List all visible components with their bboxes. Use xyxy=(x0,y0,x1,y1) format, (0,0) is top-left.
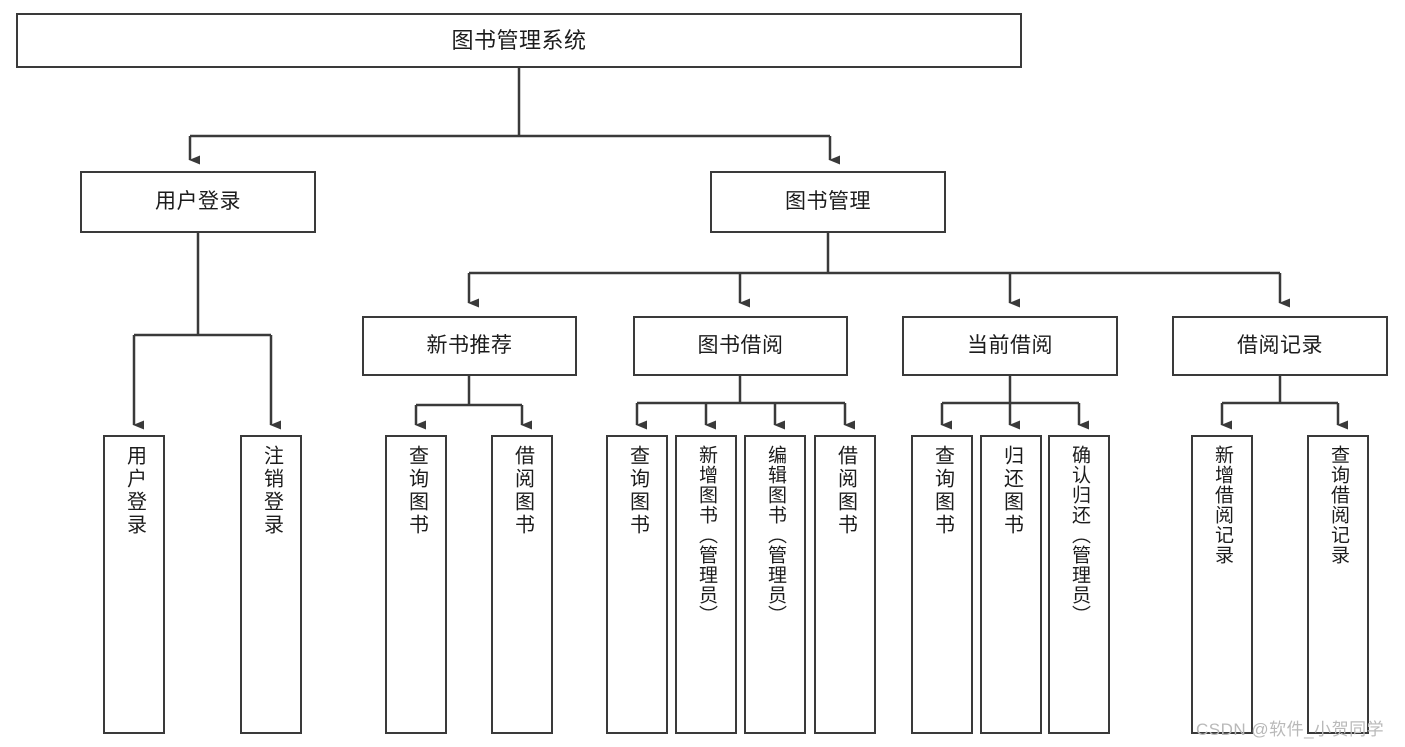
leaf-borrow-book-borrow[interactable]: 借阅图书 xyxy=(814,435,876,734)
node-label: 图书管理系统 xyxy=(451,27,587,53)
leaf-user-logout[interactable]: 注销登录 xyxy=(240,435,302,734)
node-user-login[interactable]: 用户登录 xyxy=(80,171,316,233)
node-current-borrow[interactable]: 当前借阅 xyxy=(902,316,1118,376)
node-label: 查询图书 xyxy=(931,445,954,537)
leaf-confirm-return-admin[interactable]: 确认归还（管理员） xyxy=(1048,435,1110,734)
node-label: 注销登录 xyxy=(260,445,283,537)
node-label: 新书推荐 xyxy=(426,333,513,357)
node-label: 新增借阅记录 xyxy=(1211,445,1233,565)
node-book-borrow[interactable]: 图书借阅 xyxy=(633,316,848,376)
leaf-edit-book-admin[interactable]: 编辑图书（管理员） xyxy=(744,435,806,734)
node-label: 当前借阅 xyxy=(967,333,1053,357)
node-label: 确认归还（管理员） xyxy=(1068,445,1090,625)
leaf-return-book[interactable]: 归还图书 xyxy=(980,435,1042,734)
leaf-add-borrow-record[interactable]: 新增借阅记录 xyxy=(1191,435,1253,734)
node-label: 查询图书 xyxy=(626,445,649,537)
node-label: 借阅图书 xyxy=(511,445,534,537)
node-label: 归还图书 xyxy=(1000,445,1023,537)
node-borrow-record[interactable]: 借阅记录 xyxy=(1172,316,1388,376)
leaf-query-borrow-record[interactable]: 查询借阅记录 xyxy=(1307,435,1369,734)
node-book-manage[interactable]: 图书管理 xyxy=(710,171,946,233)
node-label: 借阅图书 xyxy=(834,445,857,537)
leaf-query-book-recommend[interactable]: 查询图书 xyxy=(385,435,447,734)
node-label: 用户登录 xyxy=(155,189,241,213)
node-label: 图书管理 xyxy=(785,189,871,213)
node-new-book-recommend[interactable]: 新书推荐 xyxy=(362,316,577,376)
node-label: 编辑图书（管理员） xyxy=(764,445,786,625)
leaf-query-book-current[interactable]: 查询图书 xyxy=(911,435,973,734)
node-label: 借阅记录 xyxy=(1237,333,1323,357)
leaf-query-book-borrow[interactable]: 查询图书 xyxy=(606,435,668,734)
leaf-add-book-admin[interactable]: 新增图书（管理员） xyxy=(675,435,737,734)
node-root-book-management-system[interactable]: 图书管理系统 xyxy=(16,13,1022,68)
node-label: 查询借阅记录 xyxy=(1327,445,1349,565)
node-label: 图书借阅 xyxy=(697,333,784,357)
leaf-user-login[interactable]: 用户登录 xyxy=(103,435,165,734)
node-label: 查询图书 xyxy=(405,445,428,537)
node-label: 新增图书（管理员） xyxy=(695,445,717,625)
csdn-watermark: CSDN @软件_小贺同学 xyxy=(1196,720,1385,739)
node-label: 用户登录 xyxy=(123,445,146,537)
leaf-borrow-book-recommend[interactable]: 借阅图书 xyxy=(491,435,553,734)
